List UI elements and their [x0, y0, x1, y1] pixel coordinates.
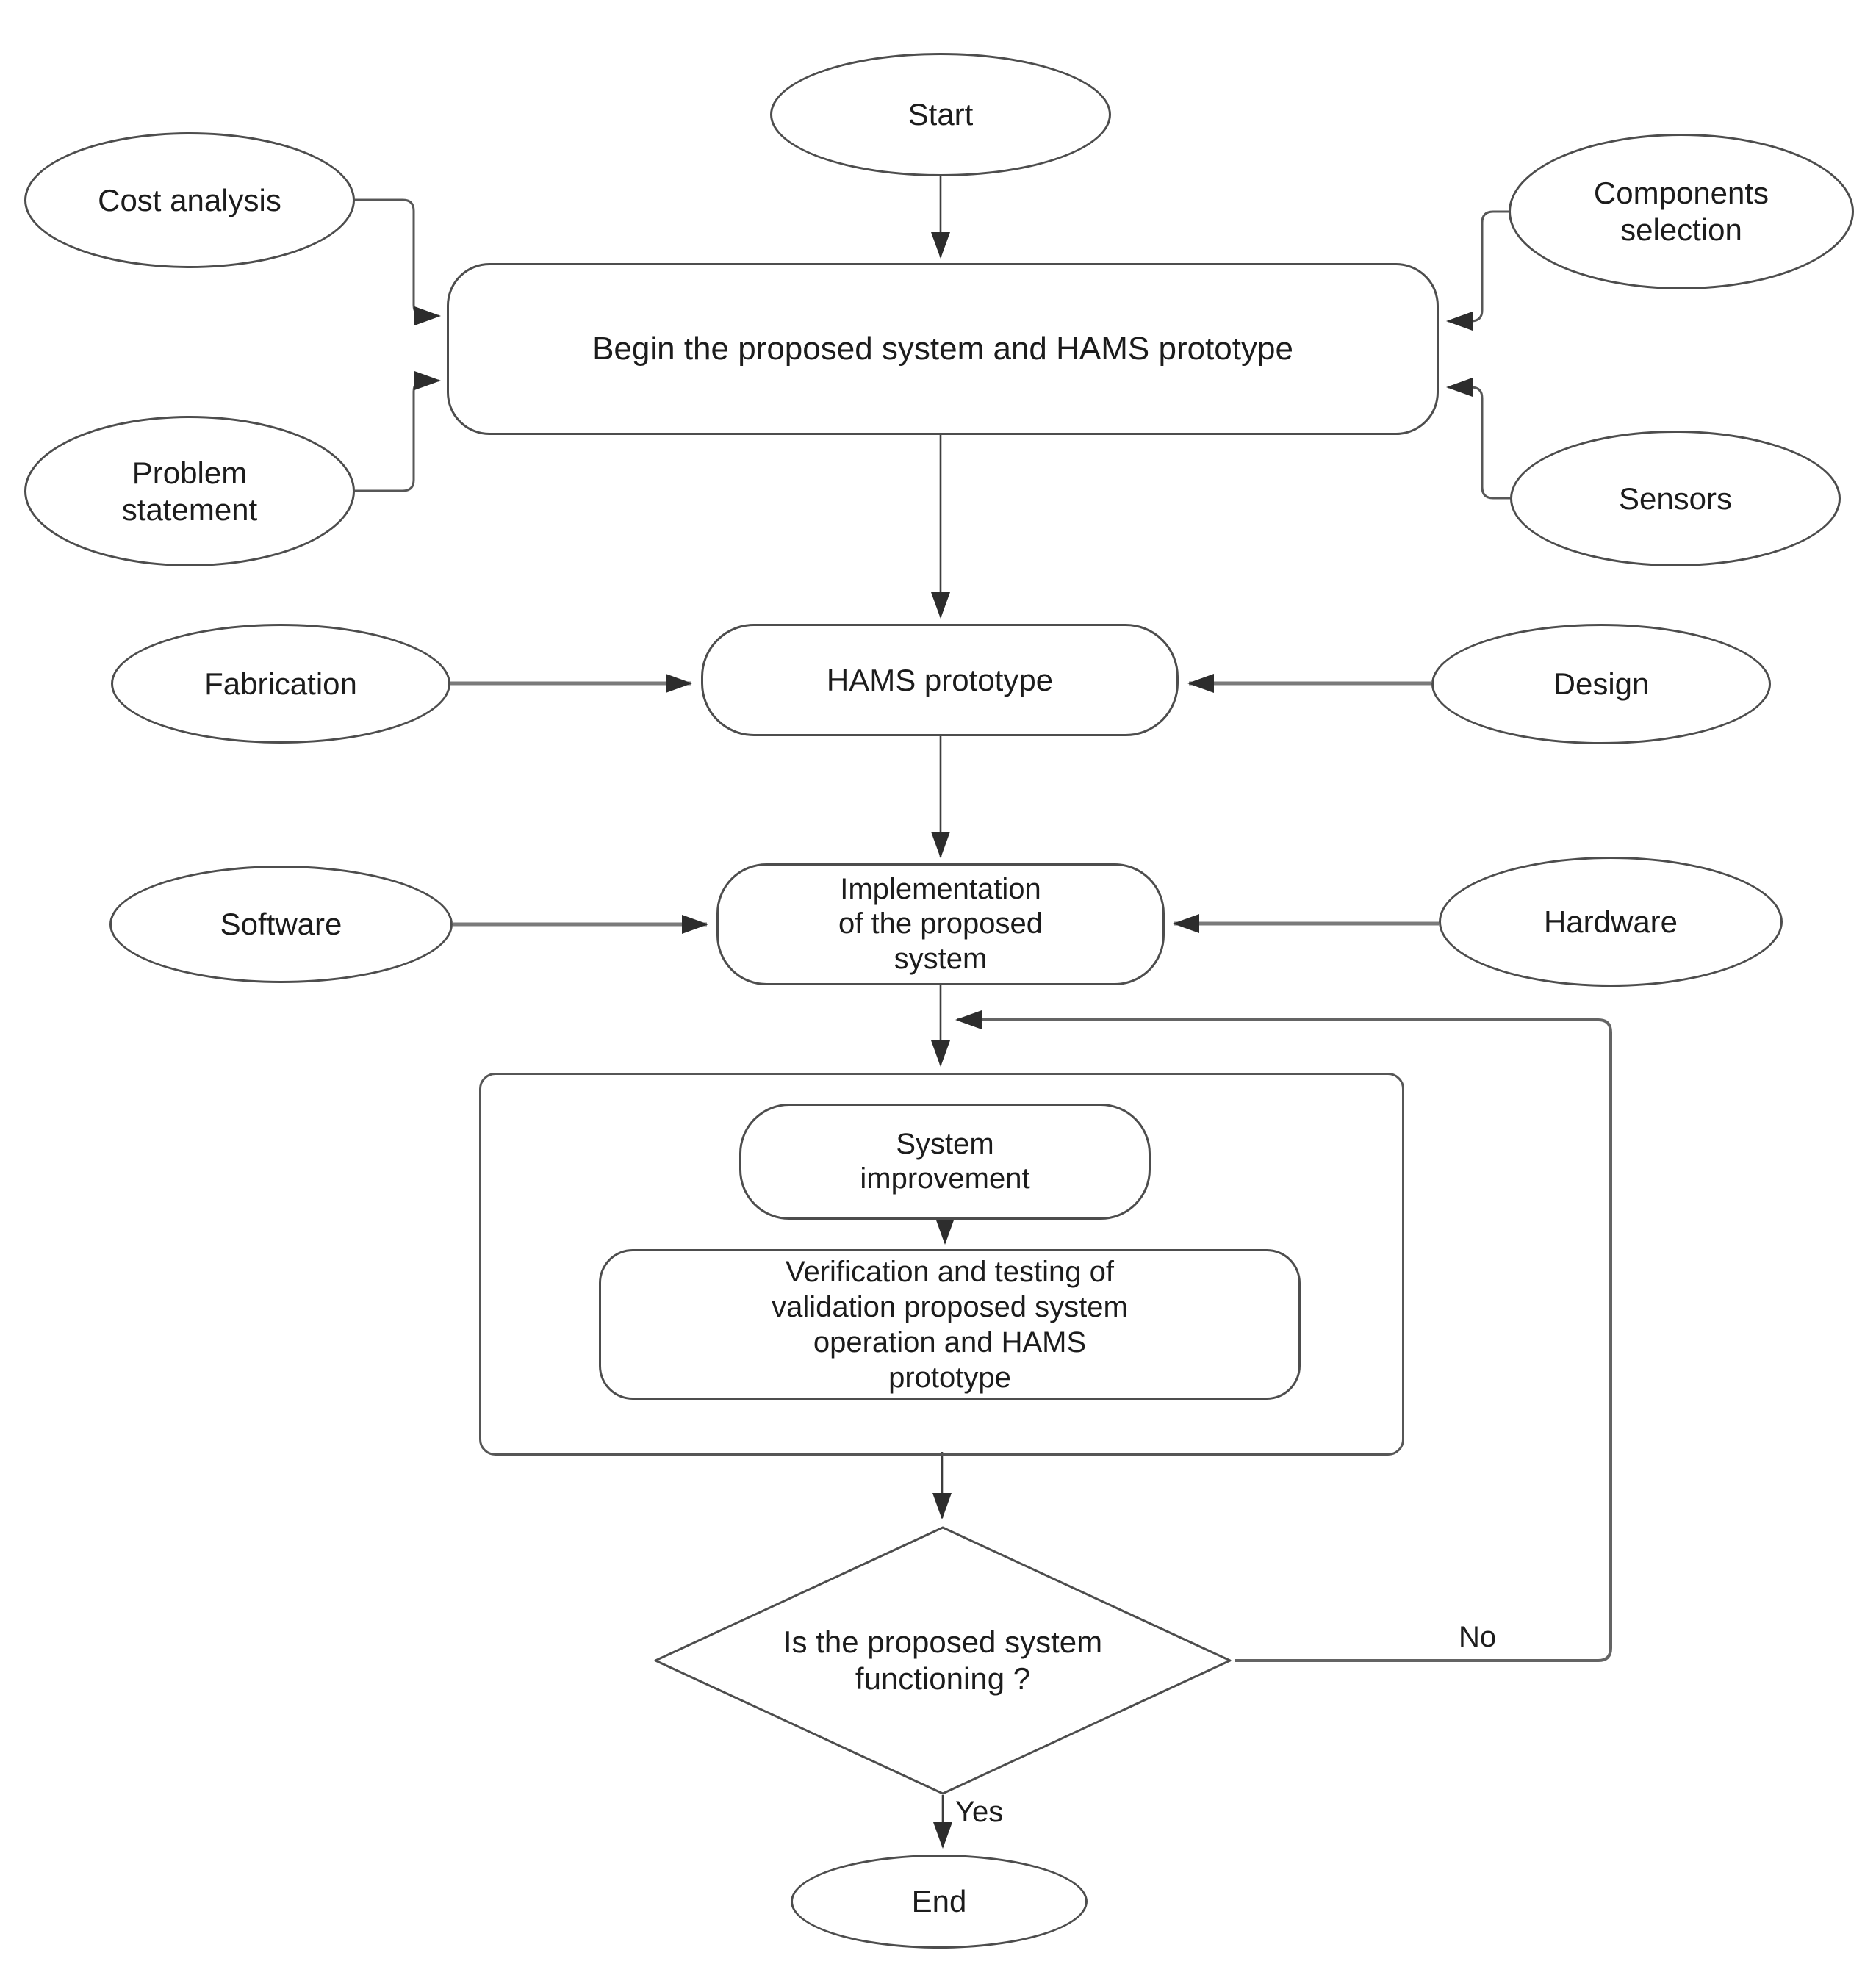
verification-label: Verification and testing of validation p…: [772, 1255, 1128, 1394]
hardware-ellipse: Hardware: [1439, 857, 1783, 987]
no-label: No: [1459, 1621, 1497, 1653]
decision-diamond: Is the proposed system functioning ?: [653, 1525, 1233, 1796]
problem-statement-label: Problem statement: [121, 455, 258, 527]
hams-prototype-label: HAMS prototype: [826, 662, 1054, 697]
cost-analysis-ellipse: Cost analysis: [24, 132, 355, 268]
system-improvement-box: System improvement: [739, 1104, 1151, 1220]
software-ellipse: Software: [109, 866, 453, 983]
end-ellipse: End: [791, 1855, 1088, 1949]
software-label: Software: [220, 907, 342, 942]
design-label: Design: [1553, 666, 1650, 702]
begin-process-box: Begin the proposed system and HAMS proto…: [447, 263, 1439, 435]
hardware-label: Hardware: [1543, 904, 1678, 939]
implementation-label: Implementation of the proposed system: [838, 873, 1043, 975]
implementation-box: Implementation of the proposed system: [716, 863, 1165, 985]
fabrication-ellipse: Fabrication: [111, 624, 450, 744]
yes-label: Yes: [955, 1796, 1004, 1828]
design-ellipse: Design: [1431, 624, 1771, 744]
begin-process-label: Begin the proposed system and HAMS proto…: [592, 331, 1293, 367]
sensors-label: Sensors: [1618, 481, 1733, 516]
start-ellipse: Start: [770, 53, 1111, 176]
sensors-ellipse: Sensors: [1510, 431, 1841, 566]
decision-label: Is the proposed system functioning ?: [783, 1625, 1103, 1696]
cost-analysis-label: Cost analysis: [98, 182, 281, 217]
start-label: Start: [908, 97, 974, 132]
edge-sensors-to-begin: [1446, 378, 1510, 500]
edge-components-selection-to-begin: [1446, 210, 1509, 331]
hams-prototype-box: HAMS prototype: [701, 624, 1179, 736]
edge-cost-analysis-to-begin: [355, 198, 441, 325]
components-selection-label: Components selection: [1593, 176, 1769, 247]
fabrication-label: Fabrication: [204, 666, 357, 701]
components-selection-ellipse: Components selection: [1509, 134, 1854, 289]
decision-diamond-shape: [654, 1526, 1232, 1795]
system-improvement-label: System improvement: [860, 1127, 1030, 1195]
iteration-container: [479, 1073, 1404, 1456]
edge-problem-statement-to-begin: [355, 371, 441, 492]
problem-statement-ellipse: Problem statement: [24, 416, 355, 566]
end-label: End: [911, 1884, 967, 1919]
verification-box: Verification and testing of validation p…: [599, 1249, 1301, 1400]
